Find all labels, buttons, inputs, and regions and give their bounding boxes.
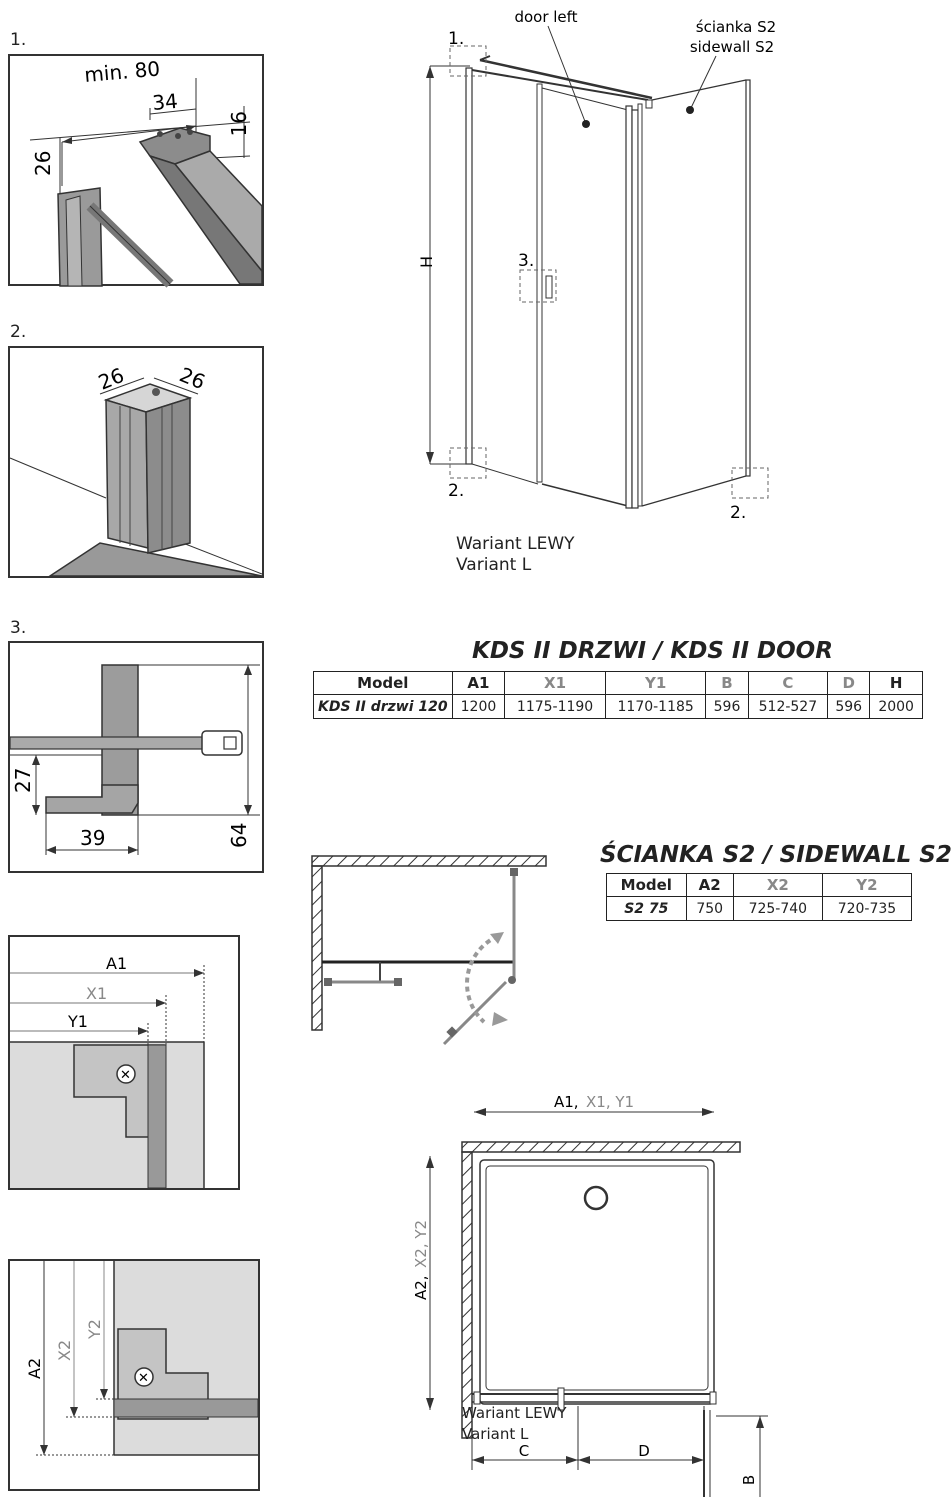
plan-view-diagram: A1, X1, Y1 A2, X2, Y2 C D B [412,1093,768,1497]
callout-2-right: 2. [730,503,746,523]
sidewall-table-title: ŚCIANKA S2 / SIDEWALL S2 [600,842,952,868]
dim-min80: min. 80 [83,56,161,87]
door-th-c: C [747,671,829,695]
label-a2: A2 [25,1358,44,1379]
detail-3-label: 3. [10,618,27,638]
door-td-x1: 1175-1190 [504,694,606,719]
door-td-y1: 1170-1185 [604,694,707,719]
detail-3-panel: 27 39 64 [8,641,264,873]
door-td-b: 596 [705,694,749,719]
door-td-h: 2000 [869,694,923,719]
measure-a1-panel: ✕ A1 X1 Y1 [8,935,240,1190]
dim-64: 64 [227,823,251,848]
variant-en-bottom: Variant L [462,1425,529,1443]
sw-th-y2: Y2 [821,873,913,897]
variant-pl-top: Wariant LEWY [456,534,575,554]
door-th-x1: X1 [504,671,606,695]
detail-1-drawing: min. 80 34 16 26 [29,56,263,288]
variant-caption-top: Wariant LEWY Variant L [456,534,575,576]
label-x2: X2 [55,1340,74,1361]
detail-2-panel: 26 26 [8,346,264,578]
door-table-row: KDS II drzwi 120 1200 1175-1190 1170-118… [313,694,923,719]
sw-th-x2: X2 [732,873,823,897]
door-spec-table: Model A1 X1 Y1 B C D H KDS II drzwi 120 … [313,671,923,719]
door-table-header-row: Model A1 X1 Y1 B C D H [313,671,923,695]
label-x1: X1 [86,984,107,1003]
detail-1-label: 1. [10,30,27,50]
dim-26-right: 26 [176,362,209,394]
sidewall-spec-table: Model A2 X2 Y2 S2 75 750 725-740 720-735 [606,873,913,921]
plan-dim-b: B [740,1475,758,1485]
h-dimension-label: H [417,256,436,268]
detail-3-drawing: 27 39 64 [9,664,260,855]
sw-td-a2: 750 [685,896,734,921]
variant-en-top: Variant L [456,555,532,575]
dim-26: 26 [31,151,55,176]
dim-16: 16 [227,111,251,136]
door-swing-diagram [311,855,547,1046]
door-td-c: 512-527 [747,694,829,719]
sidewall-table-row: S2 75 750 725-740 720-735 [606,896,913,921]
door-th-d: D [827,671,871,695]
dim-26-left: 26 [95,363,128,395]
variant-caption-bottom: Wariant LEWY Variant L [462,1403,567,1445]
door-th-a1: A1 [451,671,506,695]
sidewall-en-label: sidewall S2 [690,38,774,56]
label-y1: Y1 [67,1012,88,1031]
plan-side-a: A2, [412,1275,430,1300]
svg-text:✕: ✕ [138,1371,149,1386]
dim-39: 39 [80,826,105,850]
door-table-title: KDS II DRZWI / KDS II DOOR [472,638,833,664]
detail-2-drawing: 26 26 [9,362,263,577]
sw-td-x2: 725-740 [732,896,823,921]
dim-34: 34 [151,89,178,115]
sw-th-model: Model [606,873,687,897]
measure-a2-panel: ✕ A2 X2 Y2 [8,1259,260,1491]
sidewall-pl-label: ścianka S2 [696,18,776,36]
callout-2-left: 2. [448,481,464,501]
dim-27: 27 [11,768,35,793]
shower-perspective-drawing: H door left ścianka S2 sidewall S2 1. 2.… [417,8,776,523]
sw-td-y2: 720-735 [821,896,913,921]
callout-3: 3. [518,251,534,271]
sw-th-a2: A2 [685,873,734,897]
door-th-y1: Y1 [604,671,707,695]
plan-top-a: A1, [554,1093,579,1111]
door-td-d: 596 [827,694,871,719]
callout-1: 1. [448,29,464,49]
door-th-b: B [705,671,749,695]
door-td-a1: 1200 [451,694,506,719]
variant-pl-bottom: Wariant LEWY [462,1404,567,1422]
label-a1: A1 [106,954,127,973]
detail-1-panel: min. 80 34 16 26 [8,54,264,288]
svg-text:✕: ✕ [120,1068,131,1083]
door-left-label: door left [514,8,577,26]
plan-side-b: X2, Y2 [412,1220,430,1268]
plan-top-b: X1, Y1 [586,1093,634,1111]
sidewall-table-header-row: Model A2 X2 Y2 [606,873,913,897]
plan-dim-c: C [519,1442,529,1460]
door-td-model: KDS II drzwi 120 [313,694,453,719]
label-y2: Y2 [85,1319,104,1340]
door-th-h: H [869,671,923,695]
measure-a2-drawing: ✕ A2 X2 Y2 [25,1261,259,1456]
detail-2-label: 2. [10,322,27,342]
measure-a1-drawing: ✕ A1 X1 Y1 [10,954,205,1189]
plan-dim-d: D [638,1442,650,1460]
sw-td-model: S2 75 [606,896,687,921]
door-th-model: Model [313,671,453,695]
